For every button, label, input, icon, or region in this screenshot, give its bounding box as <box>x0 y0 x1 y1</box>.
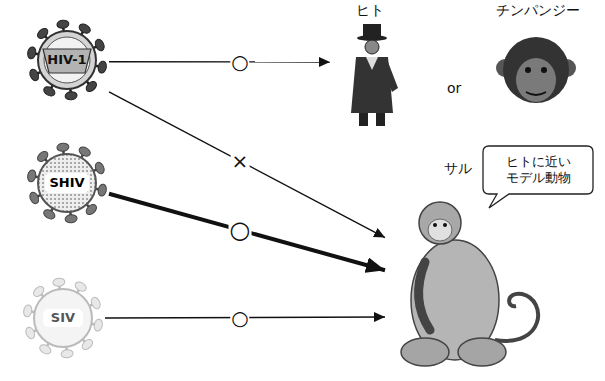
result-mark: ○ <box>230 308 249 328</box>
infection-arrow <box>109 92 385 238</box>
host-name: サル <box>444 160 472 177</box>
virus-name: HIV-1 <box>47 52 86 68</box>
result-mark: ○ <box>230 52 249 72</box>
virus-name: SIV <box>51 310 75 326</box>
result-mark: × <box>231 151 250 171</box>
conjunction-label: or <box>447 80 461 97</box>
host-name: ヒト <box>356 2 384 19</box>
virus-name: SHIV <box>49 175 84 191</box>
monkey-figure <box>401 202 538 366</box>
infection-arrow <box>109 61 330 63</box>
result-mark: ○ <box>229 218 252 242</box>
chimpanzee-figure <box>496 37 576 103</box>
callout-text: ヒトに近い モデル動物 <box>502 154 574 185</box>
virus-particle: SHIV <box>25 141 109 225</box>
human-figure <box>351 24 398 126</box>
host-label: ヒト <box>330 2 410 127</box>
speech-bubble: ヒトに近い モデル動物 <box>482 145 594 195</box>
host-label: チンパンジー <box>488 2 588 112</box>
virus-particle: HIV-1 <box>25 18 109 102</box>
infection-arrow <box>109 194 385 270</box>
virus-particle: SIV <box>21 276 105 360</box>
host-name: チンパンジー <box>496 2 580 19</box>
